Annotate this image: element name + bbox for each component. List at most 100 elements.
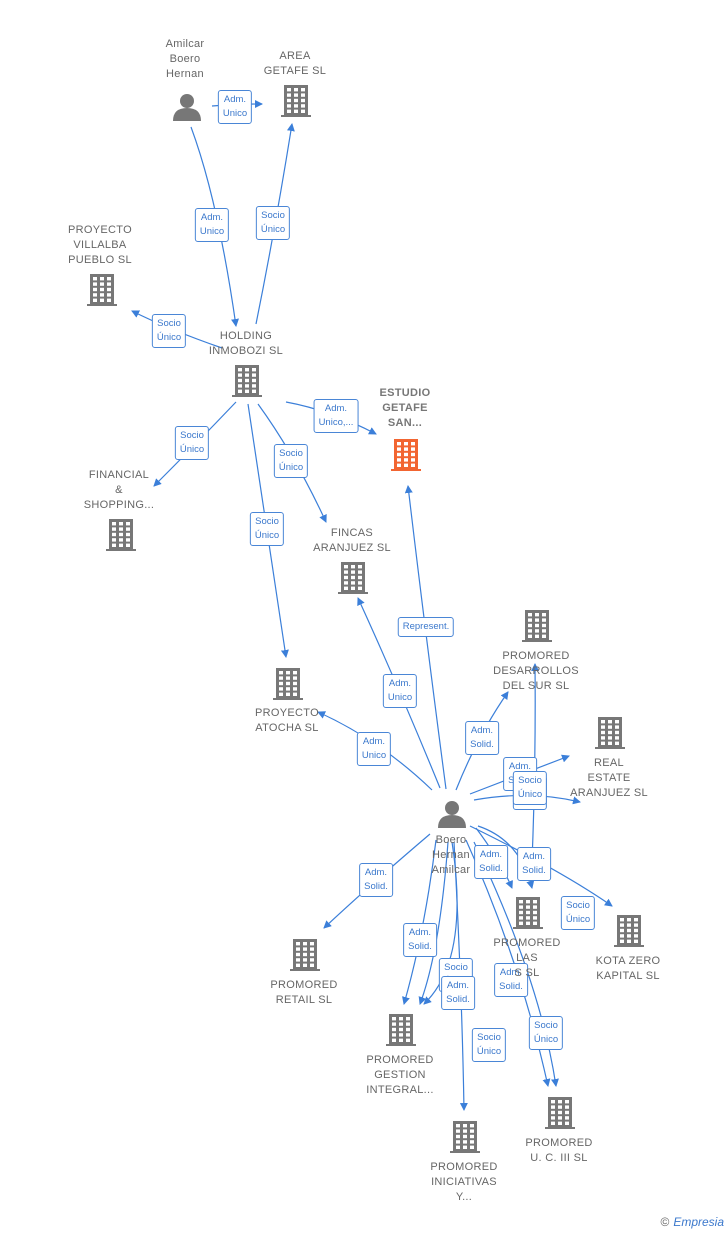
edge-label[interactable]: Adm.Unico [356,732,392,766]
edge-label-line: Socio [534,1020,558,1031]
node-label-line: ATOCHA SL [255,722,319,734]
building-icon-area_getafe[interactable] [281,85,311,117]
edge-label[interactable]: Adm. Solid. [517,847,551,881]
node-label-line: PROMORED [430,1161,498,1173]
edge-label[interactable]: Adm.Solid. [359,863,393,897]
edge-label-line: Socio [180,430,204,441]
node-label-financial[interactable]: FINANCIAL&SHOPPING... [84,468,155,513]
building-icon-atocha[interactable] [273,668,303,700]
node-label-line: PUEBLO SL [68,254,132,266]
edge-label[interactable]: Adm. Solid. [465,721,499,755]
building-icon-uc3[interactable] [545,1097,575,1129]
building-icon-kota[interactable] [614,915,644,947]
building-icon-holding[interactable] [232,365,262,397]
building-icon-iniciativas[interactable] [450,1121,480,1153]
node-label-line: HOLDING [219,330,273,342]
node-label-line: SHOPPING... [83,499,155,511]
edge-label-line: Adm. [470,725,494,736]
node-label-line: Hernan [432,849,470,861]
building-icon-real_estate[interactable] [595,717,625,749]
edge-label[interactable]: Adm. Solid. [474,845,508,879]
building-icon-fincas[interactable] [338,562,368,594]
person-icon-amilcar[interactable] [173,94,201,121]
building-icon-desarrollos[interactable] [522,610,552,642]
node-label-line: FINCAS [330,527,374,539]
edge-label-line: Solid. [364,881,388,892]
node-label-line: GETAFE SL [263,65,327,77]
building-icon-financial[interactable] [106,519,136,551]
node-label-line: Y... [455,1191,473,1203]
edge-label-line: Solid. [470,739,494,750]
edge-label[interactable]: Adm.Unico [194,208,230,242]
edge-label-line: Único [156,332,182,343]
edge-label-line: Único [260,224,286,235]
edge-label-line: Solid. [522,865,546,876]
edge-boero-gestion [418,841,449,1005]
node-label-line: PROYECTO [255,707,319,719]
node-label-line: PROMORED [493,937,561,949]
edge-label-line: Unico [387,692,413,703]
node-label-iniciativas[interactable]: PROMORED INICIATIVAS Y... [430,1160,497,1205]
node-label-line: S SL [514,967,540,979]
node-label-line: GETAFE [382,402,428,414]
edge-label-line: Adm. [408,927,432,938]
node-label-line: ESTUDIO [379,387,431,399]
node-label-line: PROMORED [525,1137,593,1149]
edge-label[interactable]: Adm.Solid. [441,976,475,1010]
node-label-line: GESTION [374,1069,426,1081]
building-icon-villalba[interactable] [87,274,117,306]
edge-label-line: Socio [157,318,181,329]
node-label-line: Hernan [166,68,204,80]
edge-label[interactable]: Adm.Unico [382,674,418,708]
node-label-line: DESARROLLOS [493,665,579,677]
edge-label[interactable]: Adm.Unico,... [313,399,359,433]
edge-label-line: Adm. [522,851,546,862]
edge-label-line: Único [254,530,280,541]
edge-label-line: Solid. [479,863,503,874]
edge-label[interactable]: Adm.Unico [217,90,253,124]
copyright-symbol: © [660,1215,670,1229]
edge-label[interactable]: Adm.Solid. [494,963,528,997]
edge-label-line: Adm. [479,849,503,860]
edge-label-line: Solid. [446,994,470,1005]
edge-label-line: Unico [222,108,248,119]
node-label-line: REAL [594,757,624,769]
node-label-line: Boero [435,834,467,846]
edge-label-line: Único [517,789,543,800]
building-icon-gestion[interactable] [386,1014,416,1046]
person-icon-boero[interactable] [438,801,466,828]
node-label-atocha[interactable]: PROYECTO ATOCHA SL [255,706,319,736]
edge-label-line: Único [565,914,591,925]
footer-brand[interactable]: ©Empresia [660,1215,724,1229]
building-icon-estudio[interactable] [391,439,421,471]
node-label-line: INICIATIVAS [431,1176,497,1188]
edge-label[interactable]: Adm.Solid. [403,923,437,957]
building-icon-promored_las[interactable] [513,897,543,929]
building-icon-retail[interactable] [290,939,320,971]
edge-label[interactable]: Represent. [397,617,455,637]
node-label-line: KAPITAL SL [596,970,660,982]
